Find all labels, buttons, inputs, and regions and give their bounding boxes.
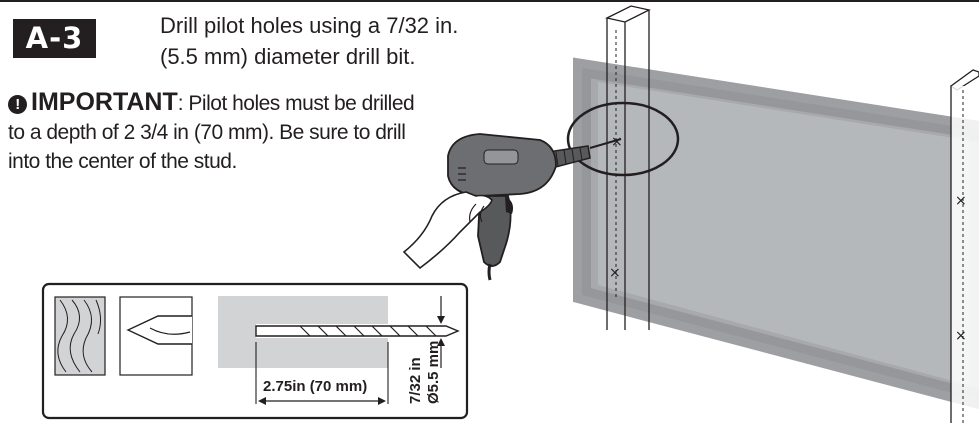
- instruction-line-1: Drill pilot holes using a 7/32 in.: [160, 13, 459, 38]
- exclamation-circle-icon: !: [8, 95, 27, 114]
- pilot-mark-upper-right: ×: [955, 193, 967, 209]
- detail-inset: 2.75in (70 mm) 7/32 in Ø5.5 mm: [41, 282, 469, 420]
- important-note: !IMPORTANT: Pilot holes must be drilled …: [8, 88, 503, 176]
- right-stud: × ×: [949, 69, 979, 423]
- important-label: IMPORTANT: [31, 88, 178, 116]
- bit-tip-icon: [119, 296, 193, 376]
- wood-grain-icon: [54, 296, 106, 376]
- pilot-mark-lower-left: ×: [609, 265, 621, 281]
- important-line-2: to a depth of 2 3/4 in (70 mm). Be sure …: [8, 121, 406, 144]
- top-rule: [0, 0, 979, 2]
- depth-label: 2.75in (70 mm): [263, 378, 367, 395]
- highlight-circle: [566, 101, 680, 177]
- pilot-mark-upper-left: ×: [611, 134, 623, 150]
- pilot-hole-section: [218, 296, 462, 405]
- step-badge: A-3: [13, 19, 96, 58]
- diameter-label-metric: Ø5.5 mm: [425, 341, 442, 404]
- drill-icon: [402, 133, 622, 281]
- diameter-label-imperial: 7/32 in: [407, 357, 424, 404]
- pilot-mark-lower-right: ×: [955, 328, 967, 344]
- wall-panel: [573, 57, 979, 410]
- instruction-line-2: (5.5 mm) diameter drill bit.: [160, 44, 416, 69]
- step-instruction: Drill pilot holes using a 7/32 in. (5.5 …: [160, 10, 458, 72]
- important-separator: :: [177, 92, 189, 115]
- important-line-1: Pilot holes must be drilled: [188, 92, 415, 115]
- important-line-3: into the center of the stud.: [8, 150, 237, 173]
